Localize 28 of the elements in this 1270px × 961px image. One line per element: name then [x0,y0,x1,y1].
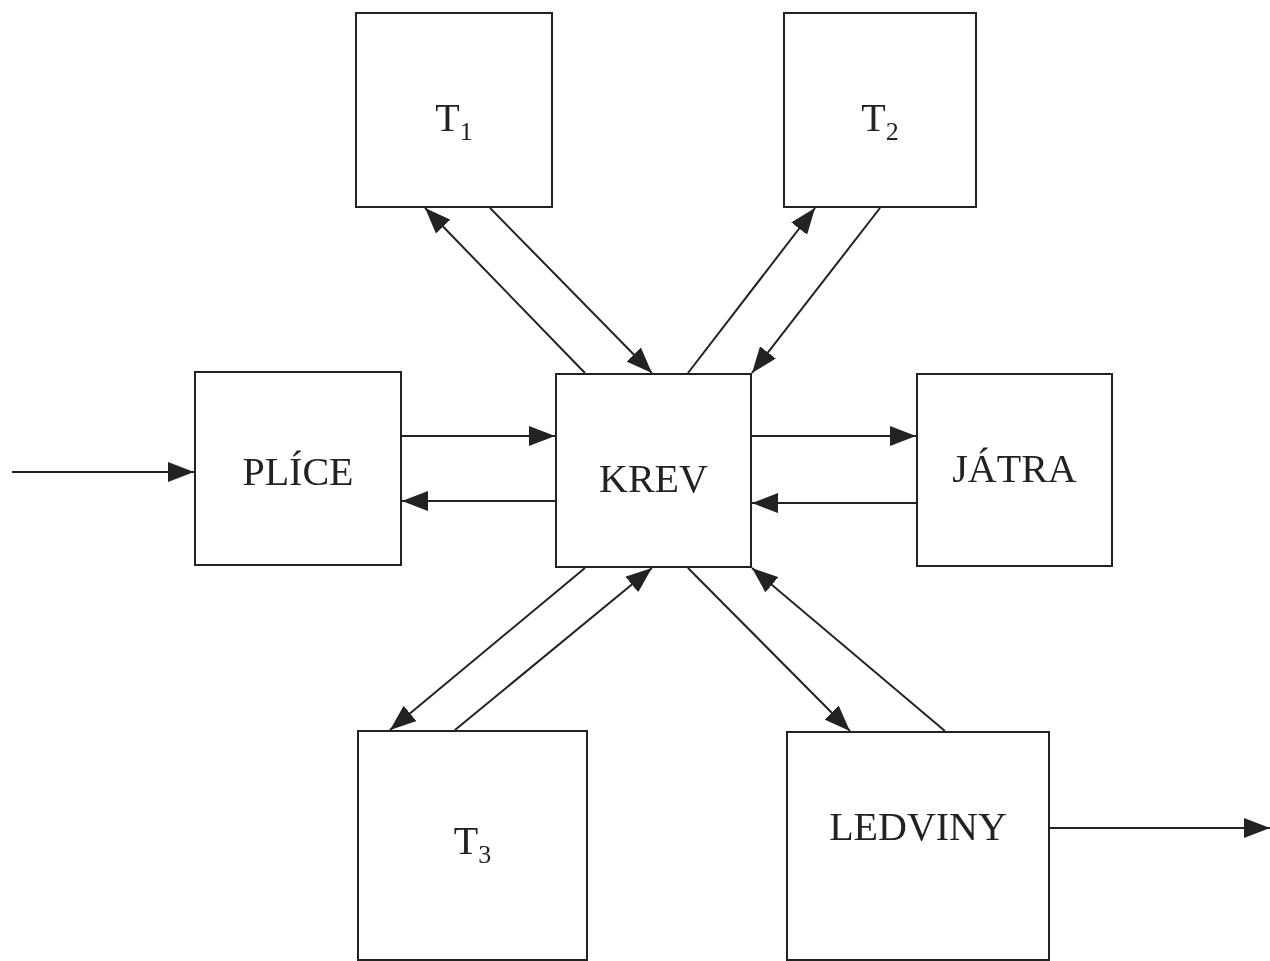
arrow [424,207,586,374]
process-box [355,12,553,208]
arrow [389,567,586,731]
process-box [357,730,588,961]
arrow [751,493,917,514]
node-label: T$_{2}$ [861,94,899,147]
process-box [783,12,977,208]
arrow [1049,818,1270,838]
arrow [687,207,816,374]
arrow [401,426,556,446]
arrow [401,491,556,512]
arrow [489,207,653,374]
arrow [11,462,195,482]
process-box [194,371,402,566]
arrow [453,567,653,731]
node-label: LEDVINY [829,803,1007,850]
arrow [751,567,946,732]
node-label: KREV [599,455,708,502]
arrow [751,426,917,447]
arrow [751,207,881,374]
process-box [555,373,752,568]
process-box [916,373,1113,567]
arrow [687,567,851,732]
node-label: T$_{3}$ [453,817,492,870]
node-label: JÁTRA [952,445,1077,492]
node-label: PLÍCE [242,448,354,495]
process-box [786,731,1050,961]
node-label: T$_{1}$ [435,94,473,147]
